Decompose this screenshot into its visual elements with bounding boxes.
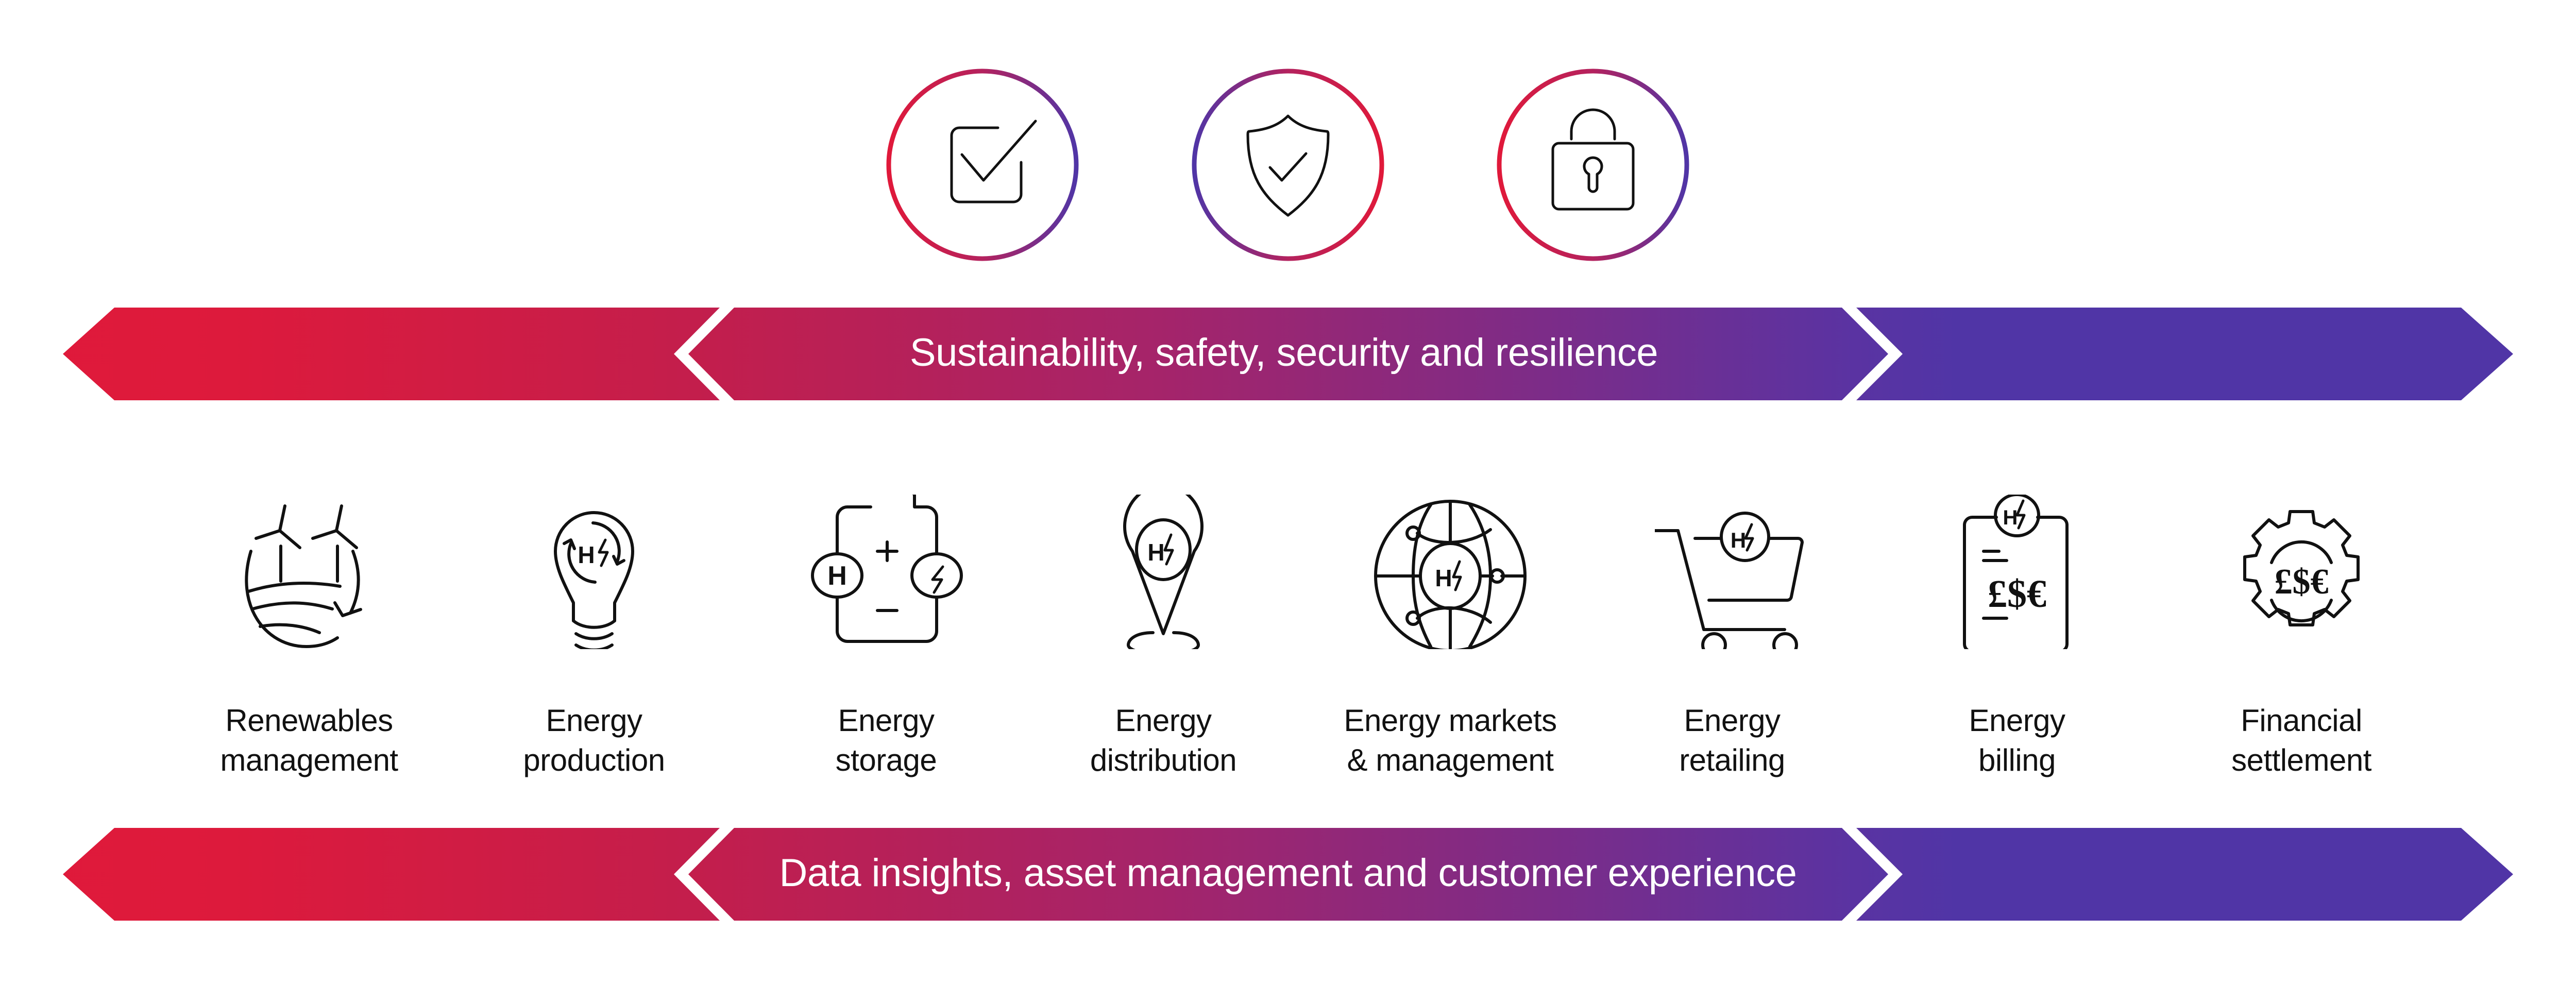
top-band-label: Sustainability, safety, security and res…	[909, 331, 1658, 375]
invoice-currency-hydrogen-icon: H £$€	[1940, 495, 2094, 649]
stage-energy-retailing: H Energy retailing	[1598, 495, 1866, 777]
svg-text:H: H	[1147, 539, 1164, 566]
stage-energy-billing: H £$€ Energy billing	[1883, 495, 2151, 777]
stage-label-line2: distribution	[1090, 743, 1237, 777]
stage-renewables-management: Renewables management	[175, 495, 443, 777]
stage-label-line1: Energy	[1115, 703, 1212, 738]
bottom-band-label: Data insights, asset management and cust…	[779, 851, 1797, 895]
stage-label-line1: Energy	[546, 703, 642, 738]
stage-label-line2: management	[220, 743, 398, 777]
stage-label: Energy markets & management	[1316, 701, 1584, 780]
map-pin-hydrogen-icon: H	[1086, 495, 1241, 649]
top-value-band: Sustainability, safety, security and res…	[0, 308, 2576, 405]
stage-label-line1: Energy markets	[1344, 703, 1557, 738]
stage-energy-production: H Energy production	[460, 495, 728, 777]
stage-label-line1: Financial	[2241, 703, 2362, 738]
battery-hydrogen-electric-icon: H	[809, 495, 963, 649]
compliance-badge	[886, 68, 1079, 262]
shield-check-icon	[1192, 69, 1384, 261]
safety-badge	[1191, 68, 1385, 262]
stage-label: Financial settlement	[2167, 701, 2435, 780]
padlock-icon	[1497, 69, 1689, 261]
stage-label-line2: & management	[1347, 743, 1554, 777]
stage-label: Energy distribution	[1029, 701, 1297, 780]
svg-text:£$€: £$€	[2275, 562, 2329, 602]
top-band-label-wrap: Sustainability, safety, security and res…	[0, 308, 2576, 405]
svg-text:H: H	[827, 561, 847, 591]
stage-financial-settlement: £$€ Financial settlement	[2167, 495, 2435, 777]
stage-label-line2: billing	[1978, 743, 2056, 777]
checkbox-check-icon	[886, 69, 1079, 261]
svg-text:£$€: £$€	[1988, 572, 2046, 616]
svg-text:H: H	[578, 541, 595, 568]
stage-label-line1: Renewables	[225, 703, 393, 738]
stage-energy-markets-management: H Energy markets & management	[1316, 495, 1584, 777]
wind-turbines-landscape-cycle-icon	[232, 495, 386, 649]
globe-network-hydrogen-icon: H	[1373, 495, 1528, 649]
stage-label-line2: storage	[835, 743, 937, 777]
stage-label-line1: Energy	[1684, 703, 1781, 738]
stage-label-line2: settlement	[2231, 743, 2371, 777]
shopping-cart-hydrogen-icon: H	[1655, 495, 1809, 649]
svg-text:H: H	[1435, 565, 1452, 591]
stage-label: Energy production	[460, 701, 728, 780]
stage-label: Energy billing	[1883, 701, 2151, 780]
stage-label-line1: Energy	[838, 703, 935, 738]
stage-label: Energy storage	[752, 701, 1020, 780]
bottom-value-band: Data insights, asset management and cust…	[0, 828, 2576, 926]
security-badge	[1496, 68, 1690, 262]
stage-label: Renewables management	[175, 701, 443, 780]
lightbulb-hydrogen-cycle-icon: H	[517, 495, 671, 649]
stage-label-line2: production	[523, 743, 665, 777]
stage-label-line1: Energy	[1969, 703, 2065, 738]
svg-text:H: H	[2003, 506, 2018, 529]
stage-energy-distribution: H Energy distribution	[1029, 495, 1297, 777]
stage-label-line2: retailing	[1679, 743, 1785, 777]
stage-energy-storage: H Energy storage	[752, 495, 1020, 777]
gear-currency-icon: £$€	[2224, 495, 2379, 649]
svg-text:H: H	[1731, 528, 1746, 552]
stage-label: Energy retailing	[1598, 701, 1866, 780]
bottom-band-label-wrap: Data insights, asset management and cust…	[0, 828, 2576, 926]
